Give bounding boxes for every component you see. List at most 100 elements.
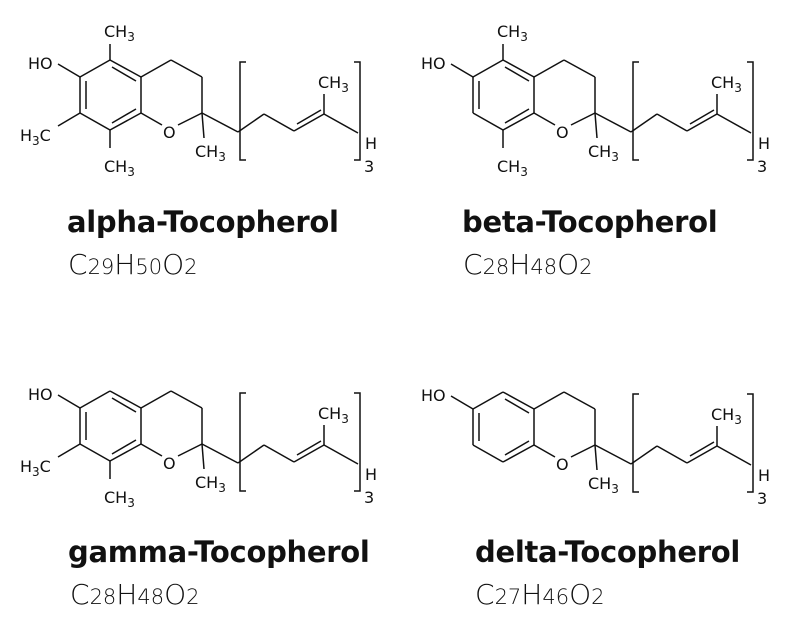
ring-bond [533, 112, 556, 126]
bond [450, 63, 474, 78]
repeat-count-label: 3 [757, 157, 767, 176]
bond [57, 112, 81, 127]
element-symbol: C [475, 578, 495, 611]
atom-count: 48 [530, 255, 558, 279]
methyl-label: CH3 [318, 404, 349, 426]
ring-bond [170, 390, 203, 409]
repeat-count-label: 3 [364, 157, 374, 176]
ring-bond [140, 443, 163, 457]
compound-formula-alpha: C29H50O2 [68, 248, 198, 281]
methyl-label: H3C [20, 457, 51, 479]
right-bracket [354, 392, 361, 492]
ring-bond [177, 112, 203, 126]
ring-bond [79, 112, 111, 131]
atom-count: 50 [135, 255, 163, 279]
compound-name-delta: delta-Tocopherol [475, 535, 740, 569]
ring-bond [502, 444, 535, 463]
hydroxyl-label: HO [28, 385, 53, 404]
compound-name-alpha: alpha-Tocopherol [67, 205, 339, 239]
element-symbol: O [557, 248, 580, 281]
double-bond-inner [111, 108, 137, 124]
ring-bond [472, 59, 504, 78]
chain-bond [656, 113, 688, 132]
methyl-label: CH3 [195, 142, 226, 164]
double-bond-inner [504, 440, 530, 456]
oxygen-label: O [163, 123, 176, 142]
atom-count: 2 [591, 585, 605, 609]
ring-bond [109, 390, 142, 409]
bond [201, 112, 205, 139]
atom-count: 46 [542, 585, 570, 609]
methyl-label: CH3 [497, 157, 528, 179]
element-symbol: H [116, 578, 138, 611]
atom-count: 27 [494, 585, 522, 609]
hydroxyl-label: HO [421, 386, 446, 405]
chain-bond [630, 445, 658, 465]
terminal-h-label: H [758, 466, 770, 485]
methyl-label: CH3 [195, 473, 226, 495]
ring-bond [79, 443, 111, 462]
ring-bond [502, 59, 535, 78]
ring-bond [472, 444, 504, 463]
bond [450, 395, 474, 410]
terminal-h-label: H [365, 465, 377, 484]
atom-count: 29 [87, 255, 115, 279]
atom-count: 28 [89, 585, 117, 609]
element-symbol: C [463, 248, 483, 281]
bond [57, 394, 81, 409]
double-bond-inner [111, 66, 137, 82]
element-symbol: H [509, 248, 531, 281]
oxygen-label: O [163, 454, 176, 473]
atom-count: 2 [186, 585, 200, 609]
bond [57, 63, 81, 78]
ring-bond [170, 59, 203, 78]
chain-bond [630, 113, 658, 133]
chain-bond [201, 443, 239, 464]
chain-bond [323, 113, 359, 134]
bond [201, 443, 205, 470]
chain-bond [293, 444, 325, 463]
hydroxyl-label: HO [28, 54, 53, 73]
element-symbol: O [164, 578, 187, 611]
compound-formula-gamma: C28H48O2 [70, 578, 200, 611]
ring-bond [502, 112, 535, 131]
left-bracket [239, 61, 246, 161]
ring-bond [79, 59, 111, 78]
double-bond-inner [296, 440, 322, 456]
atom-count: 48 [137, 585, 165, 609]
chain-bond [263, 444, 295, 463]
atom-count: 2 [184, 255, 198, 279]
ring-bond [140, 112, 163, 126]
ring-bond [109, 59, 142, 78]
chain-bond [686, 113, 718, 132]
methyl-label: CH3 [588, 474, 619, 496]
double-bond-inner [111, 397, 137, 413]
ring-bond [472, 112, 504, 131]
ring-bond [472, 391, 504, 410]
ring-bond [140, 59, 172, 78]
methyl-label: CH3 [711, 405, 742, 427]
methyl-label: CH3 [497, 22, 528, 44]
element-symbol: O [569, 578, 592, 611]
element-symbol: C [68, 248, 88, 281]
left-bracket [632, 393, 639, 493]
repeat-count-label: 3 [757, 489, 767, 508]
right-bracket [747, 393, 754, 493]
chain-bond [716, 445, 752, 466]
compound-name-gamma: gamma-Tocopherol [68, 535, 370, 569]
methyl-label: CH3 [588, 142, 619, 164]
chain-bond [716, 113, 752, 134]
right-bracket [354, 61, 361, 161]
double-bond-inner [689, 109, 715, 125]
chain-bond [237, 444, 265, 464]
methyl-label: CH3 [104, 488, 135, 510]
double-bond-inner [689, 441, 715, 457]
bond [594, 444, 598, 471]
element-symbol: H [521, 578, 543, 611]
terminal-h-label: H [758, 134, 770, 153]
compound-name-beta: beta-Tocopherol [462, 205, 718, 239]
